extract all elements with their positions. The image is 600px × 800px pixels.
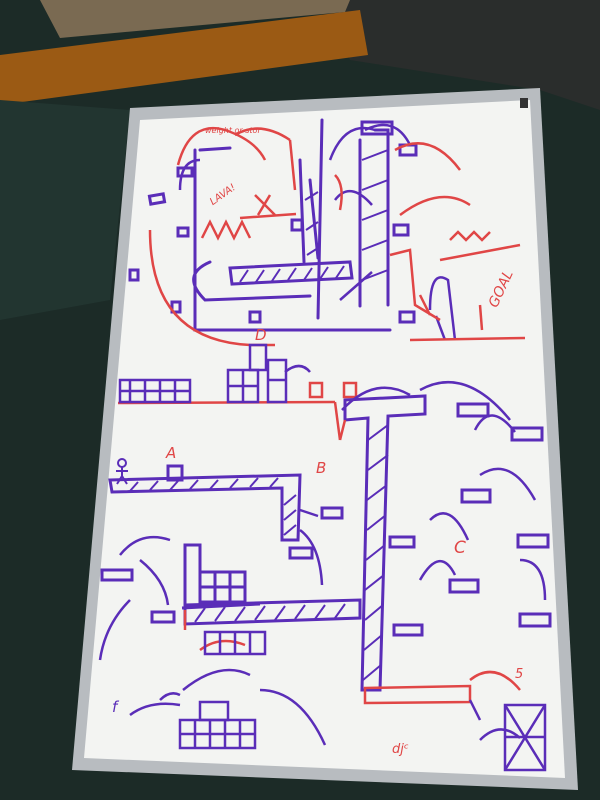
label-b: B xyxy=(316,459,326,477)
top-note-label: weight or stor xyxy=(205,126,261,135)
blanket-left xyxy=(0,100,130,320)
signature: djᶜ xyxy=(392,742,409,757)
label-5: 5 xyxy=(515,667,523,682)
label-d: D xyxy=(255,326,267,344)
label-c: C xyxy=(454,538,466,558)
label-a: A xyxy=(165,444,176,462)
whiteboard-magnet xyxy=(520,98,528,108)
